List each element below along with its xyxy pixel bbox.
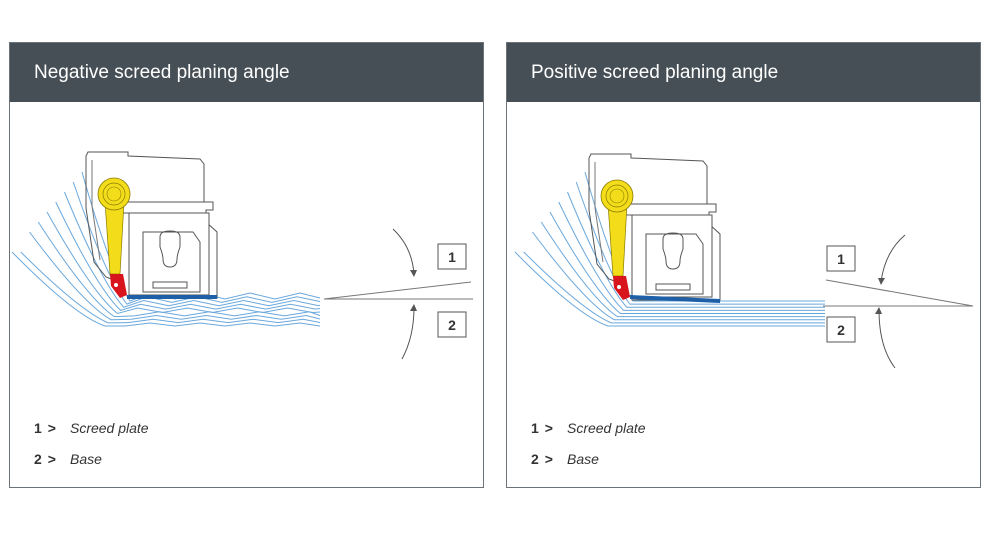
negative-angle-panel: Negative screed planing angle 1 2 1>Scre… [9, 42, 484, 488]
material-layer-line [558, 201, 825, 311]
material-layer-line [523, 251, 825, 324]
screed-plate-line [323, 281, 472, 300]
angle-arrow-2 [878, 309, 896, 369]
callout-box-1 [437, 243, 467, 270]
material-layer-line [532, 231, 825, 321]
screed-plate-mark [127, 295, 217, 299]
material-layer-line [540, 221, 825, 318]
material-layer-line [46, 211, 321, 315]
screed-plate-line [825, 279, 974, 307]
material-layer-line [11, 251, 321, 327]
material-layer-line [55, 201, 321, 311]
callout-1: 1 [837, 251, 845, 267]
positive-angle-panel: Positive screed planing angle 1 2 1>Scre… [506, 42, 981, 488]
material-layer-line [514, 251, 825, 327]
callout-2: 2 [448, 317, 456, 333]
material-layer-line [29, 231, 321, 321]
material-layer-line [20, 251, 321, 324]
callout-box-2 [826, 316, 856, 343]
negative-angle-diagram: 1 2 [11, 151, 473, 360]
panel-title: Positive screed planing angle [507, 43, 980, 102]
callout-2: 2 [837, 322, 845, 338]
screed-machine [588, 153, 721, 301]
callout-box-2 [437, 311, 467, 338]
callout-box-1 [826, 245, 856, 272]
legend-item: 2>Base [531, 451, 599, 467]
angle-arrow-2 [401, 306, 415, 360]
material-layer-line [549, 211, 825, 314]
angle-arrow-1 [880, 234, 906, 283]
material-layer-line [37, 221, 321, 318]
legend-item: 1>Screed plate [531, 420, 646, 436]
panel-title: Negative screed planing angle [10, 43, 483, 102]
positive-angle-diagram: 1 2 [514, 153, 974, 369]
screed-machine [85, 151, 218, 299]
material-layer-line [64, 191, 321, 308]
legend-item: 2>Base [34, 451, 102, 467]
material-layer-line [567, 191, 825, 308]
legend-item: 1>Screed plate [34, 420, 149, 436]
material-layer-line [575, 181, 825, 305]
callout-1: 1 [448, 249, 456, 265]
screed-plate-mark [630, 295, 720, 303]
angle-arrow-1 [392, 228, 415, 275]
